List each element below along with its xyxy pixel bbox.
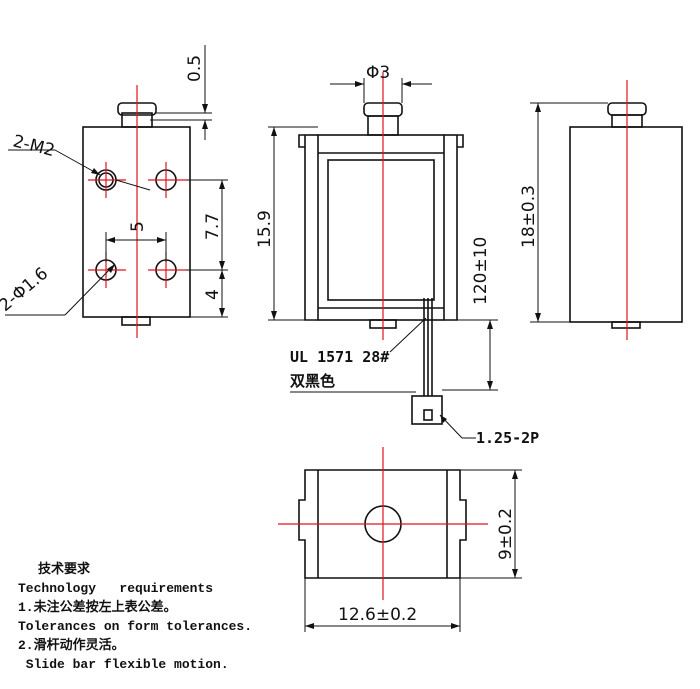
right-plunger-bottom xyxy=(611,321,641,329)
arrow-12-6-b xyxy=(451,623,460,629)
connector-body xyxy=(411,395,443,425)
dim-bottom-offset: 4 xyxy=(203,289,223,300)
technical-notes: 技术要求 Technology requirements 1.未注公差按左上表公… xyxy=(18,560,318,674)
leader-phi xyxy=(64,263,116,316)
notes-line1-en: Tolerances on form tolerances. xyxy=(18,619,253,634)
arrow-9-a xyxy=(512,470,518,479)
dim-hole-vertical: 7.7 xyxy=(203,213,223,240)
dim-bottom-width: 12.6±0.2 xyxy=(338,605,417,625)
arrow-18-b xyxy=(535,313,541,322)
front-frame-outer xyxy=(317,134,445,321)
dim-hole-dia: 2-Φ1.6 xyxy=(0,264,52,316)
notes-line2-en: Slide bar flexible motion. xyxy=(18,657,229,672)
bottom-view: 9±0.2 12.6±0.2 xyxy=(278,447,522,632)
dim-bottom-height: 9±0.2 xyxy=(496,508,516,560)
bracket-right xyxy=(444,134,464,321)
front-coil xyxy=(327,159,435,301)
left-view: 0.5 2-M2 2-Φ1.6 5 7.7 4 xyxy=(0,45,228,338)
arrow-4-b xyxy=(219,308,225,317)
connector-label: 1.25-2P xyxy=(476,429,539,447)
notes-title-en: Technology requirements xyxy=(18,581,214,596)
arrow-phi3-b xyxy=(402,81,411,87)
front-view: Φ3 15.9 120±10 UL 1571 28# 双黑色 1.25-2P xyxy=(255,63,539,447)
wire-color-label: 双黑色 xyxy=(290,372,335,390)
arrow-7-7-b xyxy=(219,261,225,270)
right-view: 18±0.3 xyxy=(519,80,683,340)
arrow-0-5-a xyxy=(202,104,208,113)
right-body xyxy=(569,126,683,323)
dim-thread: 2-M2 xyxy=(11,131,57,161)
dim-body-height: 15.9 xyxy=(255,210,275,248)
dim-shaft-dia: Φ3 xyxy=(366,63,390,83)
wire-label-leader xyxy=(389,317,427,353)
dim-side-height: 18±0.3 xyxy=(519,185,539,248)
arrow-connector xyxy=(440,415,447,423)
arrow-18-a xyxy=(535,103,541,112)
arrow-4-a xyxy=(219,270,225,279)
notes-title-cn: 技术要求 xyxy=(38,562,91,577)
arrow-15-9-a xyxy=(271,127,277,136)
dim-hole-spacing: 5 xyxy=(128,221,148,232)
arrow-12-6-a xyxy=(305,623,314,629)
arrow-m2 xyxy=(91,168,100,175)
left-plunger-bottom xyxy=(121,316,151,326)
arrow-120-b xyxy=(487,381,493,390)
arrow-5-a xyxy=(106,237,115,243)
leader-m2-ext xyxy=(115,179,151,191)
arrow-7-7-a xyxy=(219,180,225,189)
arrow-5-b xyxy=(157,237,166,243)
arrow-phi3-a xyxy=(355,81,364,87)
notes-line2-cn: 2.滑杆动作灵活。 xyxy=(18,638,125,653)
wire-spec-label: UL 1571 28# xyxy=(290,348,389,366)
dim-lead-length: 120±10 xyxy=(471,237,491,305)
notes-line1-cn: 1.未注公差按左上表公差。 xyxy=(18,600,177,615)
arrow-120-a xyxy=(487,320,493,329)
dim-top-gap: 0.5 xyxy=(185,55,205,82)
arrow-phi xyxy=(107,264,115,273)
bracket-left xyxy=(298,134,318,321)
arrow-0-5-b xyxy=(202,120,208,129)
arrow-9-b xyxy=(512,569,518,578)
arrow-15-9-b xyxy=(271,311,277,320)
connector-pin xyxy=(423,409,433,421)
